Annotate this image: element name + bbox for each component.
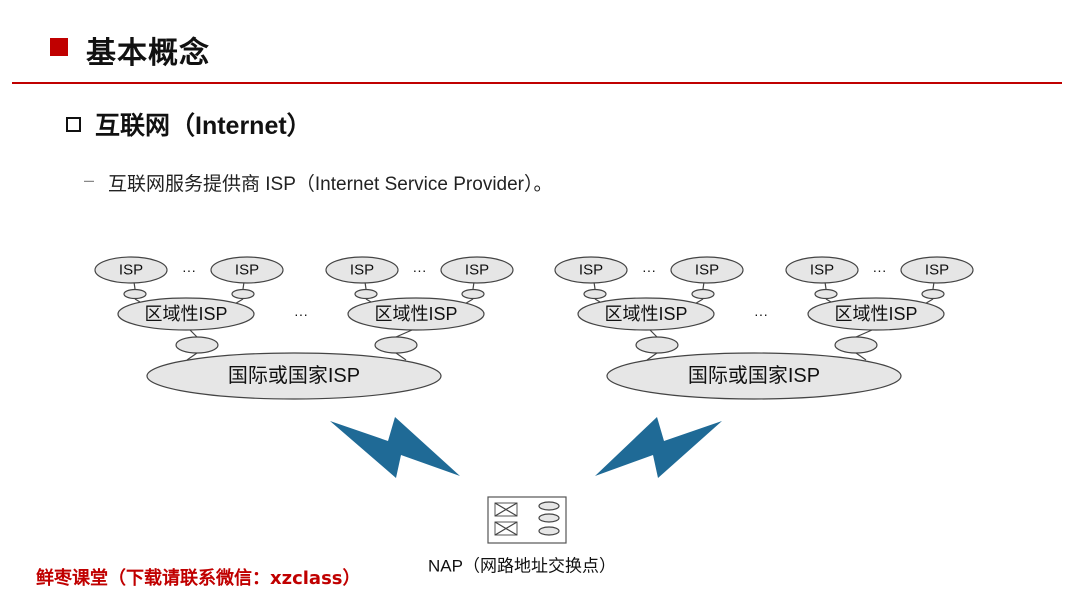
page-title: 基本概念	[86, 36, 210, 71]
national-isp-label: 国际或国家ISP	[688, 364, 820, 387]
national-isp-ellipse	[606, 352, 902, 400]
isp-ellipsis: ···	[642, 262, 656, 278]
isp-ellipse	[440, 256, 514, 284]
link-ellipse	[635, 336, 679, 354]
nap-port-oval	[538, 501, 560, 511]
national-isp-label: 国际或国家ISP	[228, 364, 360, 387]
isp-label: ISP	[119, 262, 143, 279]
link-ellipse	[374, 336, 418, 354]
connector-line	[855, 329, 873, 338]
bullet-dash: –	[84, 170, 95, 190]
regional-isp-ellipse	[347, 297, 485, 331]
connector-line	[649, 329, 658, 338]
isp-ellipse	[900, 256, 974, 284]
isp-label: ISP	[810, 262, 834, 279]
regional-ellipsis: ···	[754, 306, 768, 322]
connector-line	[855, 352, 867, 361]
isp-label: ISP	[579, 262, 603, 279]
regional-isp-ellipse	[577, 297, 715, 331]
nap-port-cross	[494, 502, 518, 517]
isp-label: ISP	[235, 262, 259, 279]
isp-ellipse	[325, 256, 399, 284]
isp-ellipsis: ···	[182, 262, 196, 278]
isp-label: ISP	[350, 262, 374, 279]
national-isp-ellipse	[146, 352, 442, 400]
nap-port-cross	[494, 521, 518, 536]
regional-ellipsis: ···	[294, 306, 308, 322]
link-ellipse	[691, 288, 715, 300]
link-ellipse	[461, 288, 485, 300]
footer-watermark: 鲜枣课堂（下载请联系微信：xzclass）	[36, 568, 361, 589]
regional-isp-ellipse	[117, 297, 255, 331]
isp-ellipse	[554, 256, 628, 284]
connector-line	[189, 329, 198, 338]
link-ellipse	[123, 288, 147, 300]
isp-label: ISP	[925, 262, 949, 279]
regional-isp-label: 区域性ISP	[604, 304, 687, 324]
link-ellipse	[354, 288, 378, 300]
isp-ellipse	[94, 256, 168, 284]
nap-label: NAP（网路地址交换点）	[428, 557, 616, 576]
regional-isp-ellipse	[807, 297, 945, 331]
lightning-bolt-left	[330, 417, 460, 478]
title-divider	[12, 82, 1062, 84]
isp-ellipse	[210, 256, 284, 284]
lightning-bolt-right	[595, 417, 722, 478]
section-subtitle: 互联网（Internet）	[95, 112, 312, 140]
isp-label: ISP	[695, 262, 719, 279]
nap-port-oval	[538, 513, 560, 523]
regional-isp-label: 区域性ISP	[374, 304, 457, 324]
link-ellipse	[583, 288, 607, 300]
link-ellipse	[921, 288, 945, 300]
link-ellipse	[175, 336, 219, 354]
isp-ellipse	[785, 256, 859, 284]
connector-line	[395, 329, 413, 338]
bullet-isp-definition: 互联网服务提供商 ISP（Internet Service Provider）。	[108, 174, 553, 195]
nap-port-oval	[538, 526, 560, 536]
link-ellipse	[231, 288, 255, 300]
isp-ellipsis: ···	[873, 262, 887, 278]
regional-isp-label: 区域性ISP	[834, 304, 917, 324]
link-ellipse	[834, 336, 878, 354]
isp-label: ISP	[465, 262, 489, 279]
regional-isp-label: 区域性ISP	[144, 304, 227, 324]
connector-line	[186, 352, 198, 361]
connector-line	[395, 352, 407, 361]
isp-ellipse	[670, 256, 744, 284]
connector-line	[646, 352, 658, 361]
subtitle-bullet-box	[66, 117, 81, 132]
link-ellipse	[814, 288, 838, 300]
title-bullet-square	[50, 38, 68, 56]
isp-ellipsis: ···	[413, 262, 427, 278]
